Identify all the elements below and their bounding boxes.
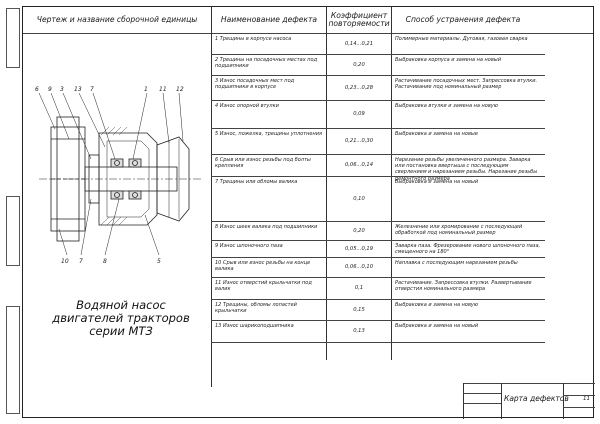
col-divider-1 — [211, 7, 212, 387]
defect-coefficient: 0,09 — [353, 111, 365, 117]
defect-coefficient: 0,20 — [353, 227, 365, 234]
stamp-inner-line — [501, 383, 502, 419]
row-divider — [211, 54, 545, 55]
stamp-row-line — [463, 393, 501, 394]
svg-text:12: 12 — [176, 86, 184, 93]
repair-method: Выбраковка корпуса и замена на новый — [395, 57, 502, 63]
row-divider — [211, 257, 545, 258]
defect-coefficient: 0,13 — [353, 328, 365, 334]
row-divider — [211, 342, 545, 343]
repair-method: Выбраковка и замена на новые — [395, 131, 478, 137]
defect-coefficient: 0,05...0,19 — [344, 245, 374, 252]
defect-coefficient: 0,1 — [354, 285, 364, 291]
repair-method: Растачивание посадочных мест. Запрессовк… — [395, 78, 538, 91]
defect-coefficient: 0,20 — [353, 61, 365, 68]
defect-coefficient: 0,06...0,10 — [344, 264, 374, 270]
repair-method: Железнение или хромирование с последующе… — [395, 224, 523, 237]
svg-text:9: 9 — [48, 86, 52, 93]
svg-text:8: 8 — [103, 258, 107, 265]
defect-name: 7 Трещины или обломы валика — [215, 179, 298, 185]
defect-coefficient: 0,14...0,21 — [344, 40, 374, 47]
stamp-left-line — [463, 383, 464, 419]
svg-text:3: 3 — [60, 86, 64, 93]
defect-coefficient: 0,06...0,14 — [344, 162, 374, 168]
svg-text:10: 10 — [61, 258, 69, 265]
stamp-row-line — [563, 407, 595, 408]
svg-text:5: 5 — [157, 258, 161, 265]
col-divider-3 — [391, 7, 392, 360]
repair-method: Выбраковка втулки и замена на новую — [395, 103, 498, 109]
repair-method: Нарезание резьбы увеличенного размера. З… — [395, 157, 538, 182]
row-divider — [211, 100, 545, 101]
header-coef: Коэффициент повторяемости — [328, 11, 390, 28]
header-method: Способ устранения дефекта — [405, 15, 521, 24]
margin-strip — [3, 6, 22, 418]
stamp-row-line — [463, 403, 501, 404]
repair-method: Выбраковка и замена на новый — [395, 179, 479, 185]
defect-name: 8 Износ шеек валика под подшипники — [215, 224, 318, 230]
header-drawing: Чертеж и название сборочной единицы — [36, 15, 198, 24]
stamp-inner-line-2 — [563, 383, 564, 419]
defect-name: 2 Трещины на посадочных местах под подши… — [215, 57, 318, 70]
svg-text:7: 7 — [79, 258, 83, 265]
margin-box-mid — [6, 196, 20, 266]
repair-method: Выбраковка и замена на новую — [395, 302, 479, 308]
pump-assembly-drawing: 6 9 3 13 7 1 11 12 10 7 8 5 — [35, 86, 201, 265]
defect-coefficient: 0,23...0,28 — [344, 84, 374, 91]
row-divider — [211, 277, 545, 278]
drawing-title: Водяной насос двигателей тракторов серии… — [52, 298, 190, 338]
defect-name: 1 Трещины в корпусе насоса — [215, 36, 292, 42]
row-divider — [211, 154, 545, 155]
defect-coefficient: 0,10 — [353, 195, 365, 202]
defect-name: 11 Износ отверстий крыльчатки под валик — [215, 280, 312, 293]
callout-label: 6 — [35, 86, 39, 93]
row-divider — [211, 75, 545, 76]
stamp-row-line — [563, 395, 595, 396]
stamp-top-line — [463, 383, 595, 384]
defect-name: 13 Износ шарикоподшипника — [215, 323, 294, 329]
stamp-title: Карта дефектов — [504, 394, 569, 403]
defect-coefficient: 0,21...0,30 — [344, 138, 374, 144]
header-defect: Наименование дефекта — [220, 15, 318, 24]
drawing-frame: Чертеж и название сборочной единицы Наим… — [22, 6, 595, 419]
col-divider-2 — [326, 7, 327, 360]
repair-method: Заварка паза. Фрезерование нового шпоноч… — [395, 243, 541, 256]
svg-text:1: 1 — [144, 86, 148, 93]
repair-method: Полимерные материалы. Дуговая, газовая с… — [395, 36, 528, 42]
row-divider — [211, 240, 545, 241]
repair-method: Наплавка с последующим нарезанием резьбы — [395, 260, 518, 266]
defect-name: 4 Износ опорной втулки — [215, 103, 279, 109]
stamp-sheet-number: 11 — [583, 396, 590, 402]
repair-method: Растачивание. Запрессовка втулки. Развер… — [395, 280, 532, 293]
row-divider — [211, 221, 545, 222]
svg-text:7: 7 — [90, 86, 94, 93]
margin-box-top — [6, 8, 20, 68]
defect-coefficient: 0,15 — [353, 306, 365, 313]
repair-method: Выбраковка и замена на новый — [395, 323, 479, 329]
row-divider — [211, 128, 545, 129]
defect-name: 5 Износ, пожелка, трещины уплотнения — [215, 131, 322, 137]
row-divider — [211, 176, 545, 177]
header-divider — [23, 33, 593, 34]
row-divider — [211, 320, 545, 321]
svg-text:11: 11 — [159, 86, 167, 93]
svg-text:13: 13 — [74, 86, 82, 93]
defect-name: 6 Срыв или износ резьбы под болты крепле… — [215, 157, 311, 170]
defect-name: 9 Износ шпоночного паза — [215, 243, 283, 249]
margin-box-bottom — [6, 306, 20, 414]
defect-name: 10 Срыв или износ резьбы на конце валика — [215, 260, 311, 273]
row-divider — [211, 299, 545, 300]
defect-name: 12 Трещины, обломы лопастей крыльчатки — [215, 302, 297, 315]
defect-name: 3 Износ посадочных мест под подшипники в… — [215, 78, 295, 91]
